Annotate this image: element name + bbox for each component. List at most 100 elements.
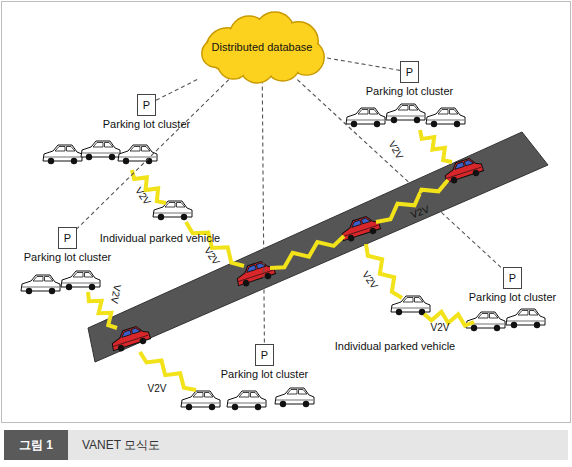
car-trim bbox=[427, 120, 464, 121]
parking-symbol: P bbox=[256, 345, 273, 365]
car-wheel bbox=[391, 117, 397, 123]
car-trim bbox=[276, 400, 313, 401]
car-wheel bbox=[264, 272, 272, 280]
car-icon bbox=[391, 296, 430, 315]
car-wheel bbox=[374, 121, 380, 127]
car-body bbox=[506, 309, 545, 325]
cluster-label: Parking lot cluster bbox=[24, 251, 111, 263]
cluster-label: Parking lot cluster bbox=[469, 291, 556, 303]
car-trim bbox=[387, 116, 424, 117]
car-wheel bbox=[139, 337, 147, 345]
car-window bbox=[398, 106, 418, 111]
parking-symbol: P bbox=[59, 228, 76, 248]
car-wheel bbox=[494, 325, 500, 331]
car-wheel bbox=[123, 158, 129, 164]
car-body bbox=[339, 213, 381, 240]
car-window bbox=[245, 262, 265, 272]
car-icon bbox=[21, 275, 60, 294]
car-wheel bbox=[450, 176, 458, 184]
car-wheel bbox=[86, 154, 92, 160]
car-wheel bbox=[280, 401, 286, 407]
figure-number: 그림 1 bbox=[4, 430, 68, 460]
cloud-label: Distributed database bbox=[212, 41, 313, 53]
parking-box: PParking lot cluster bbox=[503, 267, 522, 289]
car-window bbox=[93, 143, 113, 148]
car-wheel bbox=[511, 322, 517, 328]
car-wheel bbox=[396, 309, 402, 315]
car-body bbox=[234, 258, 276, 285]
dashed-link bbox=[327, 58, 400, 70]
cluster-label: Parking lot cluster bbox=[366, 85, 453, 97]
car-window bbox=[287, 390, 307, 395]
car-window bbox=[453, 159, 473, 169]
vehicles bbox=[21, 104, 545, 410]
car-wheel bbox=[26, 288, 32, 294]
car-icon bbox=[227, 391, 266, 410]
car-body bbox=[426, 108, 465, 124]
car-body bbox=[21, 275, 60, 291]
car-window bbox=[130, 147, 150, 152]
parking-box: PParking lot cluster bbox=[137, 94, 156, 116]
car-window bbox=[350, 217, 370, 227]
lightning-bolt bbox=[186, 222, 244, 266]
car-icon bbox=[275, 388, 314, 407]
car-trim bbox=[238, 270, 273, 281]
car-trim bbox=[446, 167, 481, 178]
car-body bbox=[43, 145, 82, 161]
car-icon bbox=[61, 271, 100, 290]
parking-symbol: P bbox=[504, 268, 521, 288]
car-window bbox=[239, 393, 259, 398]
v2v-links bbox=[88, 130, 474, 390]
car-wheel bbox=[369, 227, 377, 235]
car-icon bbox=[386, 104, 425, 123]
car-trim bbox=[82, 153, 119, 154]
car-window bbox=[120, 327, 140, 337]
car-body bbox=[391, 296, 430, 312]
link-label: V2V bbox=[431, 322, 450, 333]
car-wheel bbox=[242, 279, 250, 287]
lightning-bolt bbox=[376, 180, 448, 222]
car-icon bbox=[153, 201, 192, 220]
figure-caption: VANET 모식도 bbox=[82, 430, 160, 460]
parking-box: PParking lot cluster bbox=[400, 61, 419, 83]
car-body bbox=[346, 108, 385, 124]
car-trim bbox=[343, 225, 378, 236]
car-trim bbox=[507, 321, 544, 322]
car-window bbox=[165, 203, 185, 208]
car-icon bbox=[81, 141, 120, 160]
dashed-link bbox=[297, 80, 503, 270]
cluster-label: Parking lot cluster bbox=[103, 118, 190, 130]
parking-symbol: P bbox=[401, 62, 418, 82]
car-window bbox=[403, 298, 423, 303]
vehicle-label: Individual parked vehicle bbox=[335, 340, 455, 352]
car-window bbox=[518, 311, 538, 316]
figure-frame bbox=[2, 2, 571, 423]
car-wheel bbox=[232, 404, 238, 410]
caption-bar bbox=[4, 430, 568, 460]
car-wheel bbox=[347, 234, 355, 242]
car-wheel bbox=[109, 154, 115, 160]
car-window bbox=[73, 273, 93, 278]
parking-box: PParking lot cluster bbox=[255, 344, 274, 366]
car-wheel bbox=[146, 158, 152, 164]
car-trim bbox=[347, 120, 384, 121]
car-wheel bbox=[117, 344, 125, 352]
car-body bbox=[227, 391, 266, 407]
car-wheel bbox=[158, 214, 164, 220]
car-wheel bbox=[209, 404, 215, 410]
car-body bbox=[386, 104, 425, 120]
lightning-bolt bbox=[270, 236, 344, 268]
parking-symbol: P bbox=[138, 95, 155, 115]
vehicle-label: Individual parked vehicle bbox=[100, 232, 220, 244]
car-trim bbox=[22, 287, 59, 288]
cluster-label: Parking lot cluster bbox=[221, 368, 308, 380]
car-trim bbox=[228, 403, 265, 404]
car-body bbox=[466, 312, 505, 328]
car-wheel bbox=[49, 288, 55, 294]
parking-box: PParking lot cluster bbox=[58, 227, 77, 249]
car-wheel bbox=[186, 404, 192, 410]
car-icon bbox=[506, 309, 545, 328]
car-wheel bbox=[454, 121, 460, 127]
car-wheel bbox=[472, 169, 480, 177]
